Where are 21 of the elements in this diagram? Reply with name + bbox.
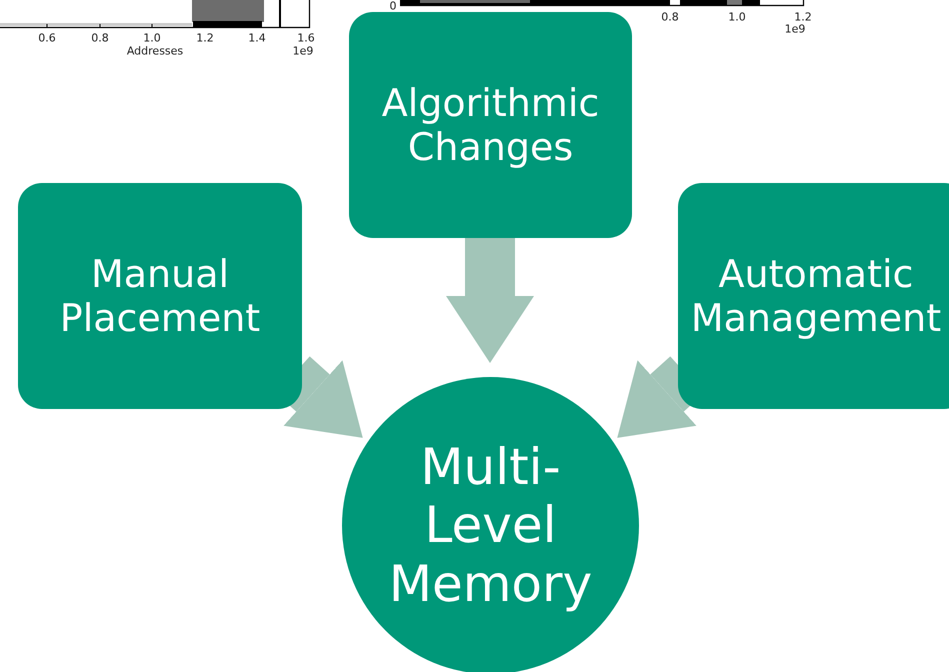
tick-label: 1.0 [143, 32, 161, 44]
tick-label: 1.0 [728, 12, 746, 22]
node-label: Manual Placement [58, 252, 262, 340]
process-box [18, 183, 302, 409]
process-box [349, 12, 632, 238]
tick-label: 0 [390, 0, 396, 12]
node-label: Algorithmic Changes [380, 80, 600, 170]
tick-label: 1.4 [248, 32, 266, 44]
tick-label: 0.6 [38, 32, 56, 44]
tick-label: 1.2 [794, 12, 812, 22]
axis-scale-label: 1e9 [292, 46, 314, 56]
axis-scale-label: 1e9 [784, 24, 806, 34]
tick-label: 1.6 [297, 32, 315, 44]
axis-title: Addresses [126, 46, 184, 56]
arrow [446, 238, 534, 363]
process-box [678, 183, 949, 409]
tick-label: 0.8 [91, 32, 109, 44]
node-label: Multi-Level Memory [388, 438, 592, 614]
tick-label: 0.8 [661, 12, 679, 22]
node-label: Automatic Management [690, 252, 942, 340]
tick-label: 1.2 [196, 32, 214, 44]
